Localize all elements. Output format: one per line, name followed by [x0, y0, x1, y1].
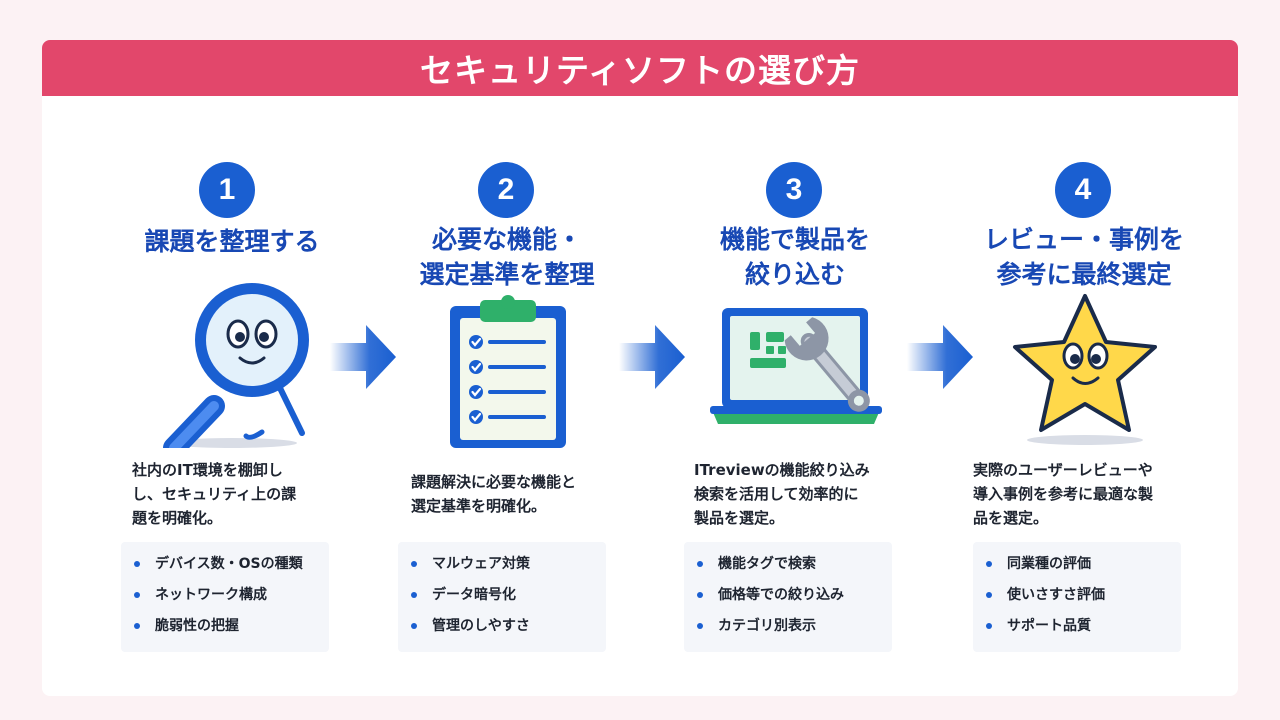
step-1: 1 課題を整理する 社内のIT環境を棚卸し し、セキュリティ上の課 題を明確化。… [87, 40, 377, 696]
bullet-icon [697, 561, 703, 567]
step-description: 実際のユーザーレビューや 導入事例を参考に最適な製 品を選定。 [973, 461, 1154, 527]
bullet-icon [986, 561, 992, 567]
list-item: 機能タグで検索 [684, 554, 892, 585]
step-number-badge: 2 [478, 162, 534, 218]
bullet-icon [411, 592, 417, 598]
title-banner: セキュリティソフトの選び方 [42, 40, 1238, 96]
step-title: レビュー・事例を 参考に最終選定 [939, 222, 1229, 292]
list-item: 同業種の評価 [973, 554, 1181, 585]
star-mascot-icon [1013, 294, 1157, 445]
list-item: 使いさすさ評価 [973, 585, 1181, 616]
infographic-card: セキュリティソフトの選び方 1 課題を整理する 社内のIT環境を棚卸し し、セキ… [42, 40, 1238, 696]
laptop-wrench-icon [710, 308, 882, 424]
list-item: 価格等での絞り込み [684, 585, 892, 616]
list-item: カテゴリ別表示 [684, 616, 892, 647]
step-number-badge: 4 [1055, 162, 1111, 218]
step-description: 課題解決に必要な機能と 選定基準を明確化。 [411, 473, 577, 515]
list-item: デバイス数・OSの種類 [121, 554, 329, 585]
arrow-right-icon [907, 325, 973, 389]
page-title: セキュリティソフトの選び方 [419, 51, 861, 90]
bullet-icon [134, 623, 140, 629]
list-item: 管理のしやすさ [398, 616, 606, 647]
step-number-badge: 3 [766, 162, 822, 218]
step-title-line: 機能で製品を [719, 225, 870, 254]
step-2: 2 必要な機能・ 選定基準を整理 課題解決に必要な機能と 選定基準を明確化。 [362, 40, 652, 696]
bullet-icon [134, 592, 140, 598]
checklist-box: 機能タグで検索 価格等での絞り込み カテゴリ別表示 [684, 542, 892, 652]
checklist-box: 同業種の評価 使いさすさ評価 サポート品質 [973, 542, 1181, 652]
step-title-line: レビュー・事例を [983, 225, 1184, 254]
bullet-icon [411, 561, 417, 567]
bullet-icon [697, 623, 703, 629]
step-title: 課題を整理する [87, 224, 377, 259]
step-title-line: 選定基準を整理 [419, 260, 595, 289]
step-description: ITreviewの機能絞り込み 検索を活用して効率的に 製品を選定。 [694, 461, 870, 527]
step-title: 機能で製品を 絞り込む [650, 222, 940, 292]
step-4: 4 レビュー・事例を 参考に最終選定 実際のユーザーレビューや 導入事例を参考に… [939, 40, 1229, 696]
list-item: データ暗号化 [398, 585, 606, 616]
step-3: 3 機能で製品を 絞り込む [650, 40, 940, 696]
checklist-box: マルウェア対策 データ暗号化 管理のしやすさ [398, 542, 606, 652]
bullet-icon [411, 623, 417, 629]
bullet-icon [697, 592, 703, 598]
list-item: サポート品質 [973, 616, 1181, 647]
list-item: ネットワーク構成 [121, 585, 329, 616]
step-title-line: 必要な機能・ [431, 225, 582, 254]
list-item: 脆弱性の把握 [121, 616, 329, 647]
arrow-right-icon [619, 325, 685, 389]
bullet-icon [134, 561, 140, 567]
bullet-icon [986, 623, 992, 629]
step-title-line: 絞り込む [744, 260, 845, 289]
step-title-line: 参考に最終選定 [996, 260, 1172, 289]
bullet-icon [986, 592, 992, 598]
list-item: マルウェア対策 [398, 554, 606, 585]
step-title-line: 課題を整理する [144, 227, 320, 256]
step-title: 必要な機能・ 選定基準を整理 [362, 222, 652, 292]
clipboard-checklist-icon [450, 295, 566, 448]
arrow-right-icon [330, 325, 396, 389]
step-number-badge: 1 [199, 162, 255, 218]
magnifier-mascot-icon [163, 283, 309, 448]
checklist-box: デバイス数・OSの種類 ネットワーク構成 脆弱性の把握 [121, 542, 329, 652]
step-description: 社内のIT環境を棚卸し し、セキュリティ上の課 題を明確化。 [132, 461, 297, 527]
